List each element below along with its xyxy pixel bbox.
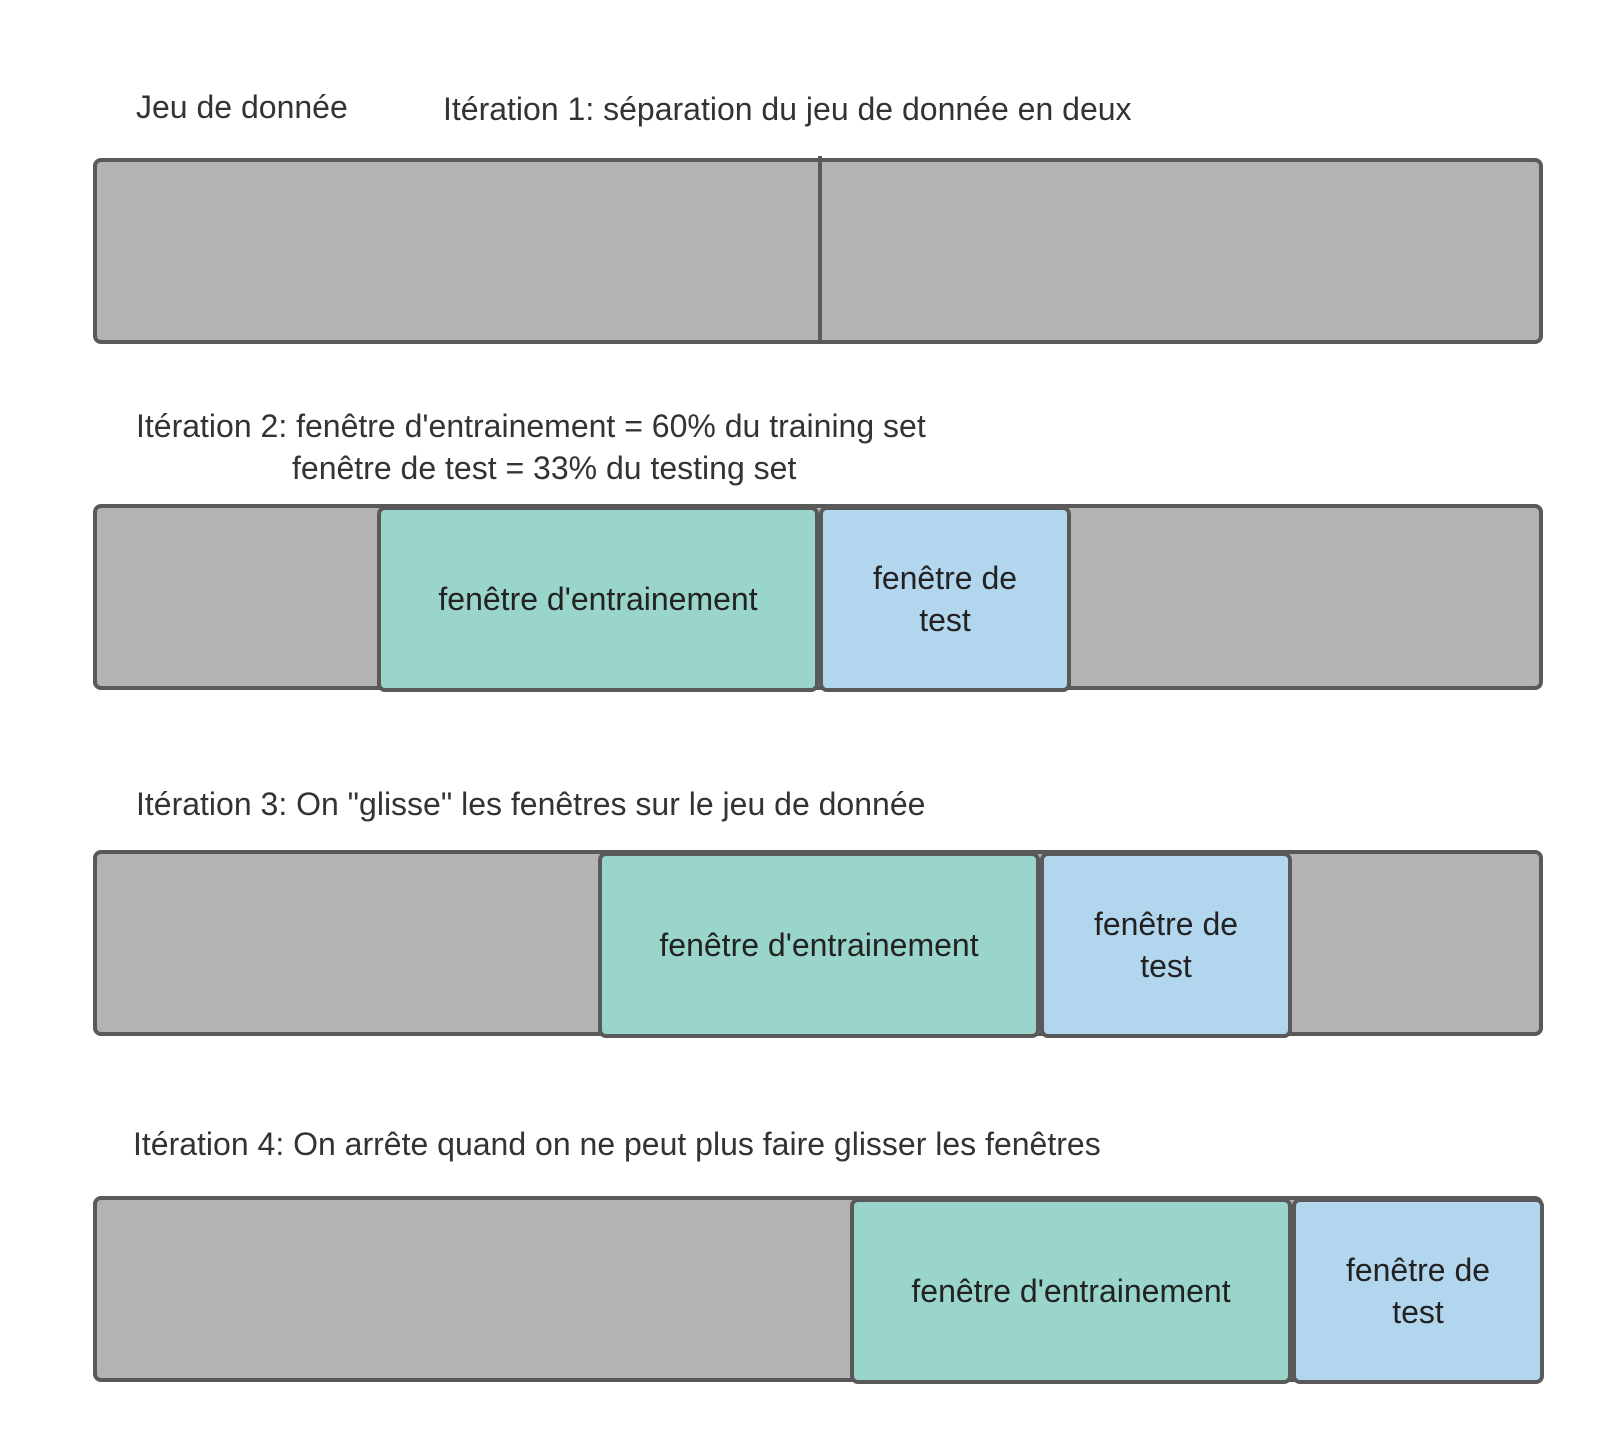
training-window-label: fenêtre d'entrainement xyxy=(438,581,758,617)
dataset-label: Jeu de donnée xyxy=(136,89,348,125)
test-window-label: fenêtre de test xyxy=(1345,1252,1491,1330)
test-window: fenêtre de test xyxy=(1292,1198,1544,1384)
iteration-4-label: Itération 4: On arrête quand on ne peut … xyxy=(133,1126,1101,1162)
test-window-label: fenêtre de test xyxy=(872,560,1018,638)
iteration-1-dataset-bar xyxy=(93,156,1543,344)
test-window-label: fenêtre de test xyxy=(1093,906,1239,984)
test-window: fenêtre de test xyxy=(819,506,1071,692)
iteration-3-label: Itération 3: On "glisse" les fenêtres su… xyxy=(136,786,926,822)
training-window-label: fenêtre d'entrainement xyxy=(659,927,979,963)
iteration-2-sublabel: fenêtre de test = 33% du testing set xyxy=(292,450,797,486)
iteration-1-label: Itération 1: séparation du jeu de donnée… xyxy=(443,91,1132,127)
iteration-3-dataset-bar: fenêtre d'entrainement fenêtre de test xyxy=(93,850,1543,1038)
training-window: fenêtre d'entrainement xyxy=(377,506,819,692)
iteration-2-dataset-bar: fenêtre d'entrainement fenêtre de test xyxy=(93,504,1543,692)
iteration-2-label: Itération 2: fenêtre d'entrainement = 60… xyxy=(136,408,926,444)
iteration-4-dataset-bar: fenêtre d'entrainement fenêtre de test xyxy=(93,1196,1544,1384)
training-window-label: fenêtre d'entrainement xyxy=(911,1273,1231,1309)
test-window: fenêtre de test xyxy=(1040,852,1292,1038)
split-divider xyxy=(818,156,822,340)
training-window: fenêtre d'entrainement xyxy=(598,852,1040,1038)
training-window: fenêtre d'entrainement xyxy=(850,1198,1292,1384)
